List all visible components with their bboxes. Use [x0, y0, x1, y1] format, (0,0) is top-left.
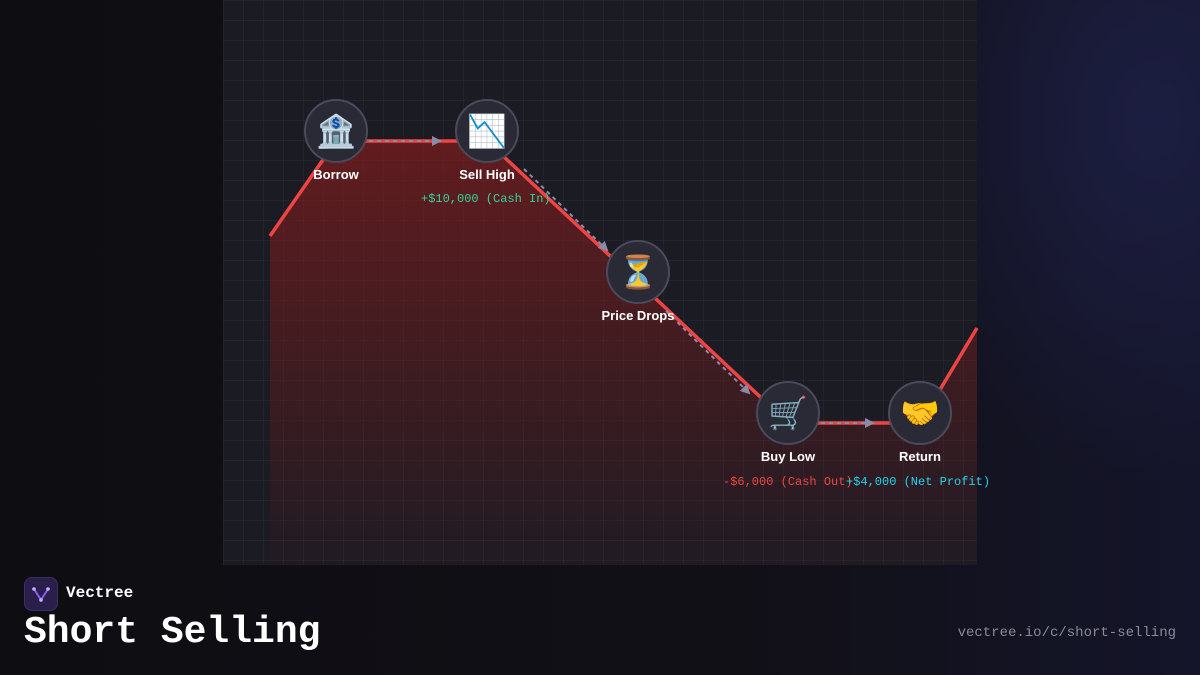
brand-name: Vectree — [66, 584, 134, 602]
bank-icon: 🏦 — [304, 99, 368, 163]
node-label-sell-high: Sell High — [459, 167, 515, 182]
flow-arrow-sell-to-drops — [523, 168, 609, 252]
page-url: vectree.io/c/short-selling — [957, 625, 1176, 641]
cash-out-annotation: -$6,000 (Cash Out) — [723, 475, 853, 489]
shopping-cart-icon: 🛒 — [756, 381, 820, 445]
node-label-borrow: Borrow — [313, 167, 359, 182]
page-title: Short Selling — [24, 611, 321, 654]
node-label-price-drops: Price Drops — [601, 308, 675, 323]
node-label-return: Return — [899, 449, 941, 464]
price-area — [270, 141, 977, 565]
cash-in-annotation: +$10,000 (Cash In) — [421, 192, 551, 206]
vectree-logo-icon — [24, 577, 58, 611]
handshake-icon: 🤝 — [888, 381, 952, 445]
flow-arrow-drops-to-buy — [665, 310, 751, 395]
hourglass-icon: ⏳ — [606, 240, 670, 304]
node-label-buy-low: Buy Low — [760, 449, 816, 464]
chart-decreasing-icon: 📉 — [455, 99, 519, 163]
net-profit-annotation: +$4,000 (Net Profit) — [846, 475, 991, 489]
